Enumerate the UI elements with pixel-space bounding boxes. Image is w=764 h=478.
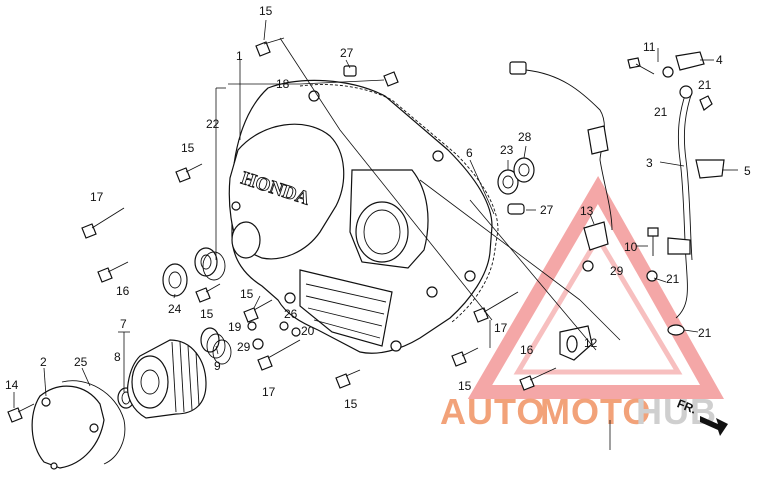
bolt-15-left <box>175 167 191 183</box>
callout-15-mid: 15 <box>200 307 214 321</box>
watermark-text-auto: AUTO <box>440 391 545 432</box>
right-crankcase-cover: HONDA <box>228 79 499 354</box>
clutch-cable-assembly <box>667 51 725 319</box>
cable-end-ring <box>679 85 693 99</box>
bolt-17-right <box>473 307 489 323</box>
callout-labels: 15 1 18 22 27 6 28 23 27 15 17 16 24 15 … <box>5 4 751 411</box>
callout-11: 11 <box>643 40 656 54</box>
watermark-text-moto: MOTO <box>540 391 651 432</box>
callout-16-right: 16 <box>520 343 534 357</box>
dowel-pin-27-top <box>343 65 357 77</box>
oil-seal <box>162 263 188 297</box>
callout-3: 3 <box>646 156 653 170</box>
callout-17-right: 17 <box>494 321 508 335</box>
callout-15-lower: 15 <box>240 287 254 301</box>
speed-sensor-cable <box>509 61 613 231</box>
callout-4: 4 <box>716 53 723 67</box>
callout-8: 8 <box>114 350 121 364</box>
bolt-17-left <box>81 223 97 239</box>
bolts <box>7 37 659 423</box>
callout-20: 20 <box>301 324 315 338</box>
callout-23: 23 <box>500 143 514 157</box>
callout-7: 7 <box>120 317 127 331</box>
leader-lines <box>13 19 738 450</box>
bolt-11 <box>627 57 641 69</box>
callout-28: 28 <box>518 130 532 144</box>
nut-21-b <box>699 95 713 111</box>
callout-15-left: 15 <box>181 141 195 155</box>
callout-21-b: 21 <box>654 105 668 119</box>
callout-6: 6 <box>466 146 473 160</box>
washer-19 <box>247 321 257 331</box>
callout-15-bottom: 15 <box>344 397 358 411</box>
needle-bearing <box>194 247 226 281</box>
callout-13: 13 <box>580 204 594 218</box>
cable-holder-5 <box>695 159 725 179</box>
oil-filter-element <box>127 339 207 419</box>
callout-12: 12 <box>584 336 598 350</box>
callout-29-left: 29 <box>237 340 251 354</box>
callout-15-top: 15 <box>259 4 273 18</box>
callout-18: 18 <box>276 77 290 91</box>
bearing-28 <box>513 157 535 183</box>
bolt-15-lower <box>243 307 259 323</box>
callout-16-left: 16 <box>116 284 130 298</box>
callout-10: 10 <box>624 240 638 254</box>
callout-17-lower: 17 <box>262 385 276 399</box>
callout-26: 26 <box>284 307 298 321</box>
callout-19: 19 <box>228 320 242 334</box>
callout-22: 22 <box>206 117 220 131</box>
callout-5: 5 <box>744 164 751 178</box>
bolt-15-mid <box>195 287 211 303</box>
lifter-bracket-12 <box>559 325 593 361</box>
callout-29-right: 29 <box>610 264 624 278</box>
bolt-17-lower <box>257 355 273 371</box>
callout-21-d: 21 <box>698 326 712 340</box>
callout-14: 14 <box>5 378 19 392</box>
bolt-14 <box>7 407 23 423</box>
callout-21-c: 21 <box>666 272 680 286</box>
callout-1: 1 <box>236 49 243 63</box>
dowel-pin-27-right <box>507 203 525 215</box>
callout-27-right: 27 <box>540 203 554 217</box>
bolt-15-top <box>255 41 271 57</box>
bolt-10 <box>647 227 659 237</box>
watermark-triangle <box>467 175 724 399</box>
washer-26 <box>279 321 289 331</box>
callout-25: 25 <box>74 355 88 369</box>
oil-filter-cover <box>31 385 105 470</box>
screw-18 <box>383 71 399 87</box>
callout-9: 9 <box>214 359 221 373</box>
washer-21-d <box>667 324 685 336</box>
washer-20 <box>291 327 301 337</box>
cable-clamp-13 <box>583 221 609 251</box>
bolt-16-left <box>97 267 113 283</box>
fr-label: FR. <box>675 396 698 416</box>
callout-24: 24 <box>168 302 182 316</box>
washer-29-right <box>582 260 594 272</box>
callout-17-left: 17 <box>90 190 104 204</box>
callout-2: 2 <box>40 355 47 369</box>
filter-spring <box>200 327 232 365</box>
bolt-15-bottom <box>335 373 351 389</box>
watermark-text-hub: HUB <box>636 391 717 432</box>
washer-21-c <box>646 270 658 282</box>
front-direction-arrow: FR. <box>675 396 728 436</box>
bolt-15-right <box>451 351 467 367</box>
cable-connector <box>509 61 527 75</box>
cable-guide-4 <box>675 51 705 71</box>
washer-29-left <box>252 338 264 350</box>
filter-cover-gasket <box>61 380 126 465</box>
washer-21-a <box>662 66 674 78</box>
callout-21-a: 21 <box>698 78 712 92</box>
callout-15-right: 15 <box>458 379 472 393</box>
callout-27-top: 27 <box>340 46 354 60</box>
